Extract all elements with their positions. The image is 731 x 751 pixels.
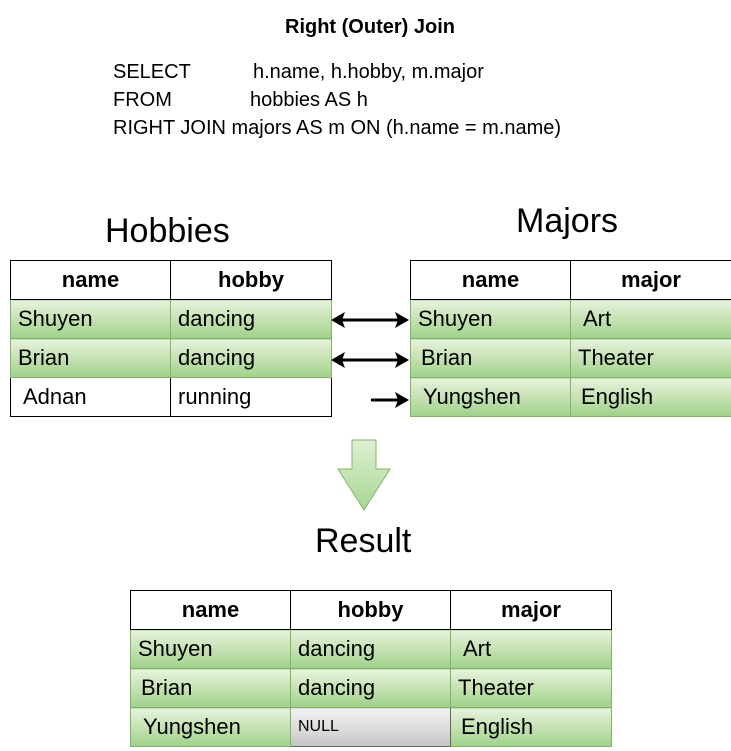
- majors-cell-major: English: [570, 377, 731, 417]
- result-cell-hobby: dancing: [290, 668, 451, 708]
- column-header-name: name: [130, 590, 291, 630]
- double-headed-arrow-icon: [331, 312, 409, 328]
- result-cell-major: English: [450, 707, 612, 747]
- table-row: Brian dancing: [10, 338, 332, 378]
- table-header-row: name hobby major: [130, 590, 612, 630]
- result-heading: Result: [315, 522, 412, 560]
- sql-from-table: hobbies AS h: [250, 89, 368, 111]
- sql-select-columns: h.name, h.hobby, m.major: [253, 61, 484, 83]
- result-cell-major: Theater: [450, 668, 612, 708]
- majors-cell-name: Brian: [410, 338, 571, 378]
- table-header-row: name major: [410, 260, 731, 300]
- column-header-hobby: hobby: [290, 590, 451, 630]
- diagram-title: Right (Outer) Join: [285, 16, 455, 38]
- hobbies-cell-hobby: dancing: [170, 338, 332, 378]
- sql-line-join: RIGHT JOIN majors AS m ON (h.name = m.na…: [113, 117, 562, 139]
- column-header-major: major: [450, 590, 612, 630]
- table-row: Brian Theater: [410, 338, 731, 378]
- result-cell-name: Yungshen: [130, 707, 291, 747]
- table-header-row: name hobby: [10, 260, 332, 300]
- majors-cell-name: Shuyen: [410, 299, 571, 339]
- hobbies-cell-name: Shuyen: [10, 299, 171, 339]
- result-cell-name: Brian: [130, 668, 291, 708]
- majors-cell-major: Art: [570, 299, 731, 339]
- table-row: Brian dancing Theater: [130, 668, 612, 708]
- majors-cell-major: Theater: [570, 338, 731, 378]
- hobbies-cell-hobby: running: [170, 377, 332, 417]
- double-headed-arrow-icon: [331, 352, 409, 368]
- hobbies-cell-name: Brian: [10, 338, 171, 378]
- hobbies-cell-name: Adnan: [10, 377, 171, 417]
- column-header-hobby: hobby: [170, 260, 332, 300]
- majors-table: name major Shuyen Art Brian Theater Yung…: [410, 260, 731, 417]
- result-cell-null: NULL: [290, 707, 451, 747]
- table-row: Shuyen Art: [410, 299, 731, 339]
- sql-keyword-from: FROM: [113, 89, 172, 111]
- right-arrow-icon: [371, 392, 409, 408]
- table-row: Shuyen dancing Art: [130, 629, 612, 669]
- result-cell-hobby: dancing: [290, 629, 451, 669]
- hobbies-table: name hobby Shuyen dancing Brian dancing …: [10, 260, 332, 417]
- table-row: Adnan running: [10, 377, 332, 417]
- sql-keyword-select: SELECT: [113, 61, 191, 83]
- majors-cell-name: Yungshen: [410, 377, 571, 417]
- majors-heading: Majors: [516, 202, 619, 240]
- result-cell-major: Art: [450, 629, 612, 669]
- result-cell-name: Shuyen: [130, 629, 291, 669]
- hobbies-heading: Hobbies: [105, 212, 230, 250]
- table-row: Yungshen NULL English: [130, 707, 612, 747]
- column-header-major: major: [570, 260, 731, 300]
- sql-line-select: SELECT h.name, h.hobby, m.major: [113, 58, 484, 86]
- table-row: Shuyen dancing: [10, 299, 332, 339]
- result-table: name hobby major Shuyen dancing Art Bria…: [130, 590, 612, 747]
- down-arrow-icon: [337, 439, 391, 511]
- column-header-name: name: [10, 260, 171, 300]
- table-row: Yungshen English: [410, 377, 731, 417]
- hobbies-cell-hobby: dancing: [170, 299, 332, 339]
- sql-line-from: FROM hobbies AS h: [113, 86, 368, 114]
